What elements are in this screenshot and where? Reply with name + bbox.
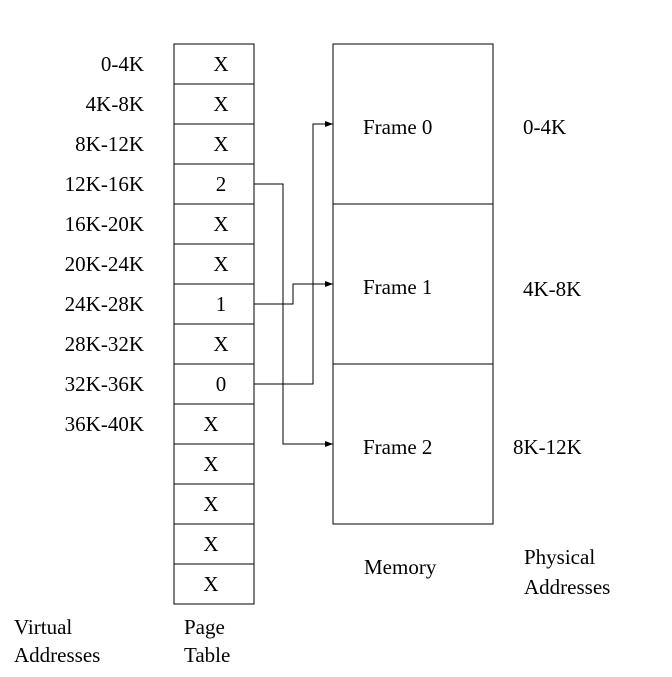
page-table-entry: X: [213, 92, 228, 116]
physical-address-range: 4K-8K: [523, 277, 581, 301]
mapping-arrow: [254, 121, 333, 385]
page-table-entry: 0: [216, 372, 227, 396]
virtual-address-range: 24K-28K: [65, 292, 144, 316]
page-table-entry: X: [203, 452, 218, 476]
page-table-cell: [173, 83, 255, 125]
virtual-address-range: 32K-36K: [65, 372, 144, 396]
page-table-entry: X: [203, 572, 218, 596]
page-table-cell: [173, 203, 255, 245]
page-table-cell: [173, 443, 255, 485]
page-table-cell: [173, 323, 255, 365]
memory-frame: [332, 43, 494, 205]
page-table-cell: [173, 363, 255, 405]
page-table-entry: X: [203, 412, 218, 436]
page-table-cell: [173, 163, 255, 205]
page-table-cell: [173, 523, 255, 565]
virtual-address-range: 16K-20K: [65, 212, 144, 236]
virtual-address-range: 4K-8K: [86, 92, 144, 116]
memory-caption: Memory: [364, 555, 437, 579]
page-table-cell: [173, 283, 255, 325]
page-table-caption-line1: Page: [184, 615, 225, 639]
page-table-cell: [173, 123, 255, 165]
page-table-entry: 2: [216, 172, 227, 196]
memory-block: Frame 0 0-4K Frame 1 4K-8K Frame 2 8K-12K: [332, 43, 582, 525]
page-table-entry: X: [213, 212, 228, 236]
captions: Virtual Addresses Page Table Memory Phys…: [14, 545, 610, 667]
mapping-arrow: [254, 281, 333, 305]
page-table-caption-line2: Table: [184, 643, 230, 667]
page-table-entry: X: [213, 252, 228, 276]
physical-address-range: 8K-12K: [513, 435, 582, 459]
mapping-arrows: [254, 121, 333, 447]
page-table-entry: X: [203, 492, 218, 516]
page-table-entry: X: [213, 332, 228, 356]
virtual-address-labels: 0-4K 4K-8K 8K-12K 12K-16K 16K-20K 20K-24K 24K-…: [65, 52, 144, 436]
memory-frame: [332, 363, 494, 525]
virtual-addresses-caption-line2: Addresses: [14, 643, 100, 667]
mapping-arrow: [254, 183, 333, 447]
frame-label: Frame 0: [363, 115, 432, 139]
virtual-address-range: 28K-32K: [65, 332, 144, 356]
virtual-address-range: 20K-24K: [65, 252, 144, 276]
page-table-entry: 1: [216, 292, 227, 316]
page-table-entry: X: [203, 532, 218, 556]
physical-address-range: 0-4K: [523, 115, 566, 139]
virtual-address-range: 8K-12K: [75, 132, 144, 156]
virtual-address-range: 0-4K: [101, 52, 144, 76]
page-table-cell: [173, 43, 255, 85]
frame-label: Frame 2: [363, 435, 432, 459]
frame-label: Frame 1: [363, 275, 432, 299]
physical-addresses-caption-line1: Physical: [524, 545, 595, 569]
virtual-address-range: 36K-40K: [65, 412, 144, 436]
virtual-addresses-caption-line1: Virtual: [14, 615, 72, 639]
physical-addresses-caption-line2: Addresses: [524, 575, 610, 599]
page-table-entry: X: [213, 132, 228, 156]
memory-frame: [332, 203, 494, 365]
virtual-address-range: 12K-16K: [65, 172, 144, 196]
page-table-cell: [173, 563, 255, 605]
page-table-entry: X: [213, 52, 228, 76]
